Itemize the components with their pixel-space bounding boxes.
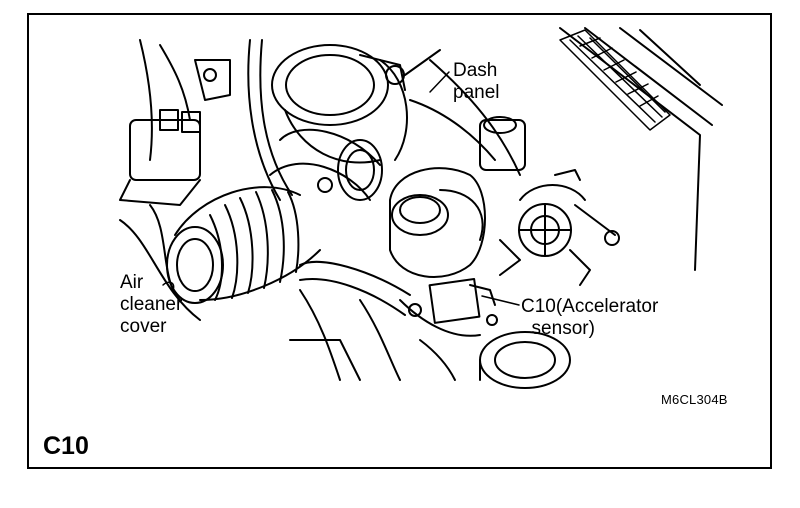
pulley xyxy=(479,331,571,389)
label-dash-panel: Dash panel xyxy=(453,60,500,103)
section-code: C10 xyxy=(43,432,89,460)
accelerator-sensor-assembly xyxy=(299,260,498,337)
fender-edge xyxy=(559,27,723,271)
upper-intake-duct xyxy=(271,44,408,164)
label-accelerator-sensor: C10(Accelerator sensor) xyxy=(521,296,659,339)
throttle-body xyxy=(269,128,383,201)
lower-engine xyxy=(289,289,456,381)
leader-lines xyxy=(162,71,520,306)
engine-block-left xyxy=(119,39,293,321)
brake-reservoir xyxy=(389,167,486,278)
actuator-right xyxy=(479,116,620,286)
figure-code: M6CL304B xyxy=(661,392,728,407)
label-air-cleaner-cover: Air cleaner cover xyxy=(120,272,183,337)
diagram-frame xyxy=(27,13,772,469)
air-intake-hose xyxy=(166,186,321,304)
dash-panel xyxy=(404,49,521,176)
cowl-vent xyxy=(559,29,671,131)
